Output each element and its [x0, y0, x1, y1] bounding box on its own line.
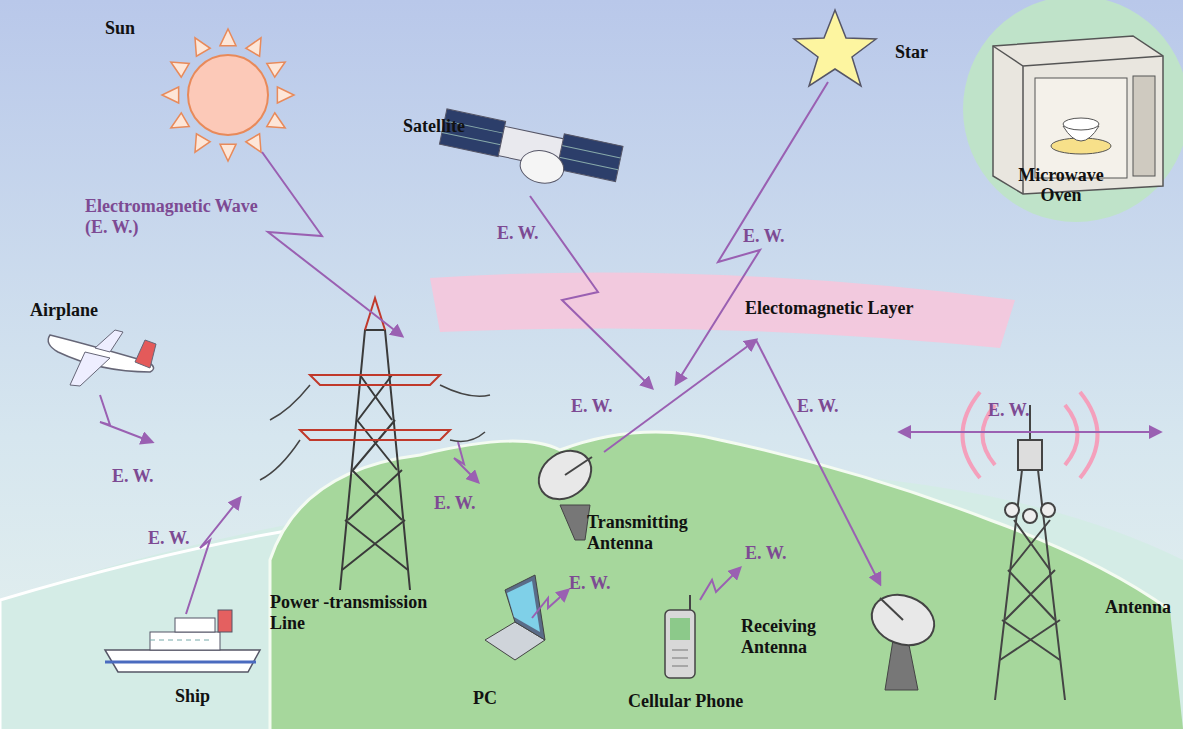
pc [485, 575, 545, 660]
wave-label: Electromagnetic Wave (E. W.) [85, 196, 260, 237]
antenna-label: Receiving Antenna [741, 616, 841, 657]
ew-label: E. W. [743, 226, 785, 247]
ew-label: E. W. [988, 400, 1030, 421]
antenna-tower [995, 405, 1065, 700]
sun [188, 55, 268, 135]
airplane-label: Airplane [30, 300, 98, 321]
node-label: Microwave Oven [1015, 165, 1107, 206]
antenna-label: Antenna [1105, 597, 1171, 618]
sun-rays [162, 29, 294, 161]
ew-label: E. W. [112, 466, 154, 487]
ew-label: E. W. [497, 223, 539, 244]
antenna-waves [963, 392, 1098, 478]
ew-label: E. W. [797, 396, 839, 417]
cellular-phone [665, 595, 695, 678]
power-transmission-tower [260, 298, 490, 590]
satellite-label: Satellite [403, 116, 465, 137]
ship-label: Ship [175, 686, 210, 707]
ew-label: E. W. [569, 573, 611, 594]
sun-label: Sun [105, 18, 135, 39]
ew-label: E. W. [148, 528, 190, 549]
ew-label: E. W. [571, 396, 613, 417]
phone-label: Cellular Phone [628, 691, 743, 712]
ship [105, 610, 260, 672]
power-line-label: Power -transmission Line [270, 592, 460, 633]
airplane [48, 330, 156, 386]
ew-label: E. W. [745, 543, 787, 564]
land-edge [270, 432, 1170, 729]
receiving-antenna [865, 587, 942, 690]
ew-label: E. W. [434, 493, 476, 514]
star [794, 10, 876, 86]
antenna-label: Transmitting Antenna [587, 512, 697, 553]
star-label: Star [895, 42, 928, 63]
pc-label: PC [473, 688, 497, 709]
microwave-circle: Microwave Oven [963, 0, 1183, 222]
land [270, 432, 1183, 729]
layer-label: Electomagnetic Layer [745, 298, 913, 319]
